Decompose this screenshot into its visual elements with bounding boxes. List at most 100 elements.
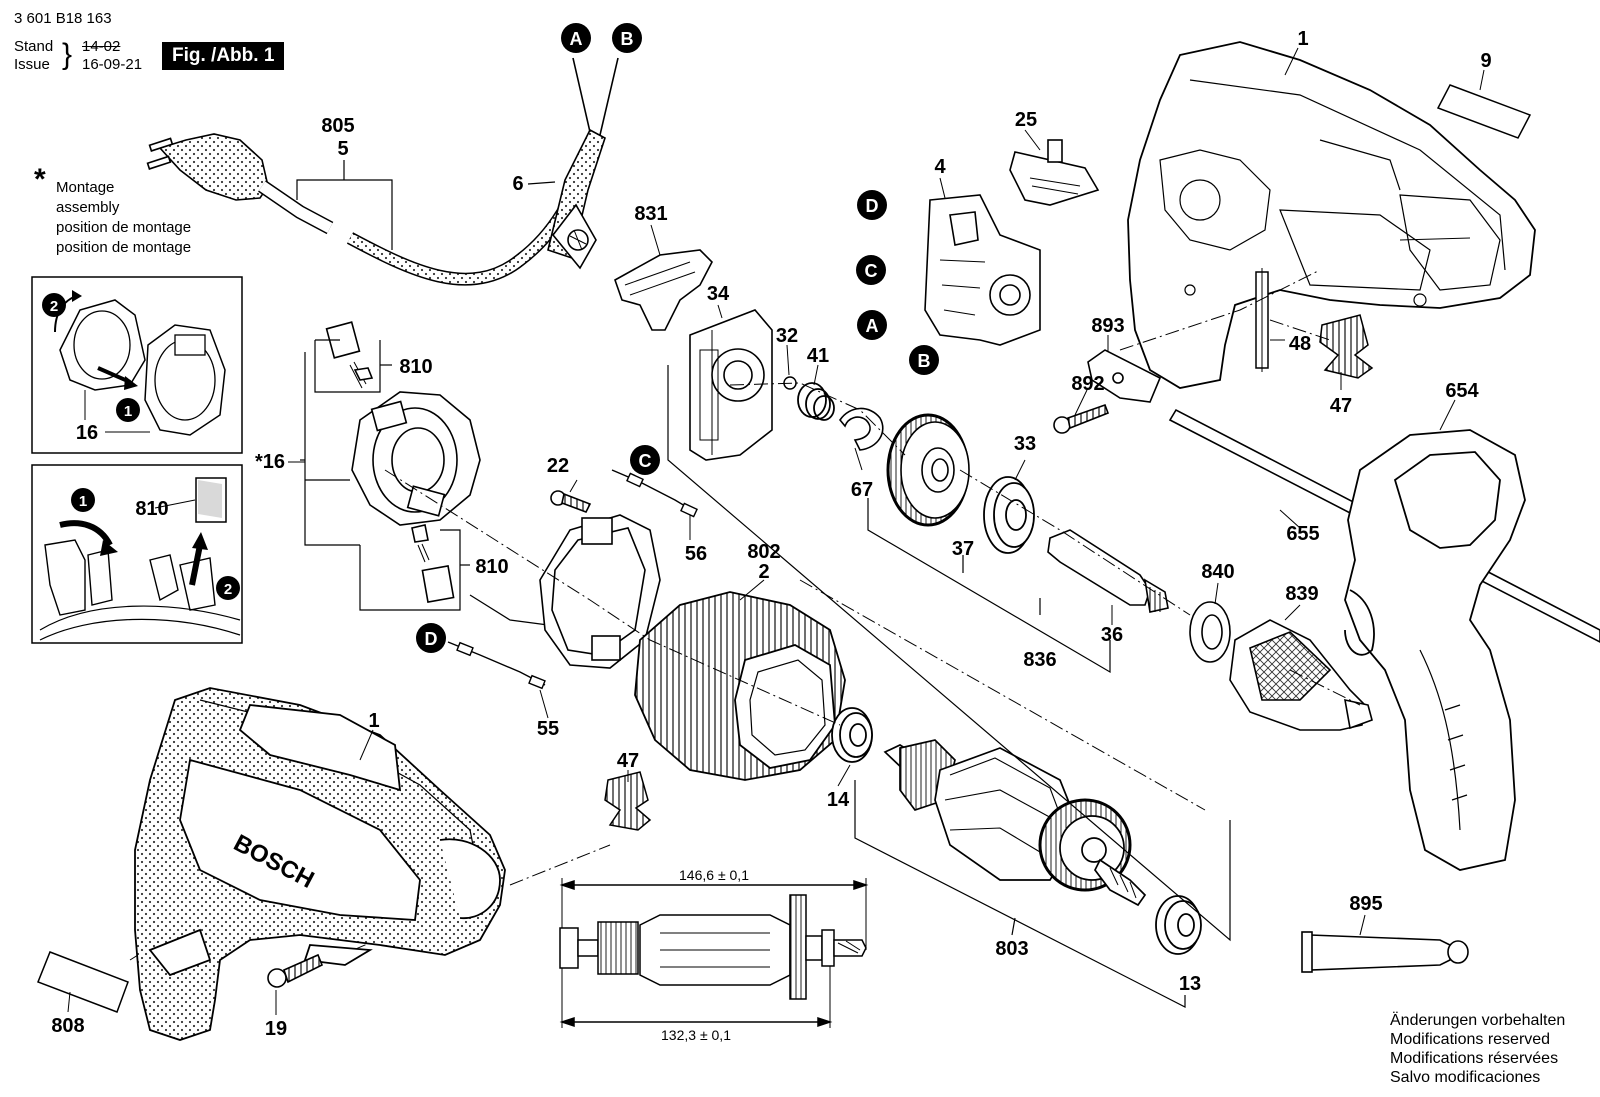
svg-text:D: D bbox=[866, 196, 879, 216]
auxiliary-handle bbox=[1344, 429, 1526, 871]
rating-plate bbox=[1436, 84, 1532, 139]
label-831: 831 bbox=[634, 203, 667, 225]
inset-assembly-1 bbox=[31, 276, 243, 454]
svg-text:2: 2 bbox=[50, 298, 58, 315]
modifications-de: Änderungen vorbehalten bbox=[1390, 1012, 1566, 1029]
cord-protector bbox=[527, 57, 619, 270]
pad-47-top bbox=[1319, 314, 1374, 379]
label-893: 893 bbox=[1091, 315, 1124, 337]
wire-56 bbox=[611, 469, 698, 518]
label-16-star-asterisk: * bbox=[255, 451, 263, 473]
ball-bearing-14 bbox=[831, 707, 873, 763]
marker-d-wire: D bbox=[416, 623, 446, 653]
modifications-fr: Modifications réservées bbox=[1390, 1050, 1559, 1067]
marker-inset-step1-a: 1 bbox=[116, 398, 140, 422]
svg-text:A: A bbox=[570, 29, 583, 49]
drill-chuck bbox=[1229, 619, 1373, 731]
leader-lines bbox=[67, 47, 1485, 1015]
ball-bearing-spindle bbox=[983, 476, 1035, 554]
svg-text:C: C bbox=[639, 451, 652, 471]
label-16-inset: 16 bbox=[76, 422, 98, 444]
svg-text:B: B bbox=[621, 29, 634, 49]
note-line-montage: Montage bbox=[56, 179, 115, 196]
screw-22 bbox=[550, 490, 592, 514]
label-14: 14 bbox=[827, 789, 850, 811]
label-67: 67 bbox=[851, 479, 873, 501]
issue-label: Issue bbox=[14, 56, 50, 73]
label-810-inset: 810 bbox=[135, 498, 168, 520]
armature bbox=[883, 739, 1147, 907]
circlip bbox=[839, 407, 884, 451]
label-33: 33 bbox=[1014, 433, 1036, 455]
label-4: 4 bbox=[934, 156, 946, 178]
label-895: 895 bbox=[1349, 893, 1382, 915]
svg-text:2: 2 bbox=[224, 581, 232, 598]
svg-text:D: D bbox=[425, 629, 438, 649]
housing-half-right bbox=[1127, 41, 1536, 389]
housing-screw-line bbox=[1399, 237, 1471, 241]
svg-text:1: 1 bbox=[124, 403, 132, 420]
marker-c-wire: C bbox=[630, 445, 660, 475]
svg-text:A: A bbox=[866, 316, 879, 336]
terminal-cover bbox=[614, 249, 713, 331]
inset-assembly-2 bbox=[31, 464, 243, 644]
screw-892 bbox=[1053, 403, 1110, 434]
terminal-cover-ribs bbox=[624, 261, 696, 296]
issue-date: 16-09-21 bbox=[82, 56, 143, 73]
label-1-top: 1 bbox=[1297, 28, 1308, 50]
label-13: 13 bbox=[1179, 973, 1201, 995]
label-892: 892 bbox=[1071, 373, 1104, 395]
marker-a-switch: A bbox=[857, 310, 887, 340]
grease-tube bbox=[1301, 931, 1469, 973]
label-654: 654 bbox=[1445, 380, 1479, 402]
label-1-bottom: 1 bbox=[368, 710, 379, 732]
power-cord bbox=[146, 133, 596, 286]
label-55: 55 bbox=[537, 718, 559, 740]
label-5: 5 bbox=[337, 138, 348, 160]
housing-half-left bbox=[134, 687, 506, 1041]
gear-wheel bbox=[886, 413, 970, 527]
label-810-bottom: 810 bbox=[475, 556, 508, 578]
note-line-assembly: assembly bbox=[56, 199, 120, 216]
wire-55 bbox=[447, 641, 546, 690]
marker-d-switch: D bbox=[857, 190, 887, 220]
label-2: 2 bbox=[758, 561, 769, 583]
marker-inset-step2-a: 2 bbox=[42, 293, 66, 317]
note-line-position-1: position de montage bbox=[56, 219, 192, 236]
label-655: 655 bbox=[1286, 523, 1319, 545]
label-836: 836 bbox=[1023, 649, 1056, 671]
label-803: 803 bbox=[995, 938, 1028, 960]
label-840: 840 bbox=[1201, 561, 1234, 583]
stand-label: Stand bbox=[14, 38, 54, 55]
label-36: 36 bbox=[1101, 624, 1123, 646]
pad-47-bottom bbox=[604, 771, 652, 831]
label-48: 48 bbox=[1289, 333, 1311, 355]
label-805: 805 bbox=[321, 115, 354, 137]
switch-assembly bbox=[924, 194, 1041, 346]
label-810-top: 810 bbox=[399, 356, 432, 378]
label-16-star: *16 bbox=[255, 451, 285, 473]
note-line-position-2: position de montage bbox=[56, 239, 192, 256]
part-number: 3 601 B18 163 bbox=[14, 10, 112, 27]
brush-holder-plate bbox=[351, 391, 481, 526]
label-9: 9 bbox=[1480, 50, 1491, 72]
brace-glyph: } bbox=[62, 38, 73, 71]
label-47-top: 47 bbox=[1330, 395, 1352, 417]
label-41: 41 bbox=[807, 345, 829, 367]
label-839: 839 bbox=[1285, 583, 1318, 605]
label-19: 19 bbox=[265, 1018, 287, 1040]
marker-b-switch: B bbox=[909, 345, 939, 375]
modifications-es: Salvo modificaciones bbox=[1390, 1069, 1541, 1086]
marker-inset-step1-b: 1 bbox=[71, 488, 95, 512]
carbon-brush-bottom bbox=[411, 524, 455, 603]
label-47-bottom: 47 bbox=[617, 750, 639, 772]
clamp-893 bbox=[1087, 349, 1162, 403]
figure-label: Fig. /Abb. 1 bbox=[162, 42, 285, 70]
asterisk-glyph: * bbox=[34, 163, 46, 196]
label-37: 37 bbox=[952, 538, 974, 560]
stand-date: 14-02 bbox=[82, 38, 121, 55]
dimension-top: 146,6 ± 0,1 bbox=[679, 867, 749, 883]
label-808: 808 bbox=[51, 1015, 84, 1037]
